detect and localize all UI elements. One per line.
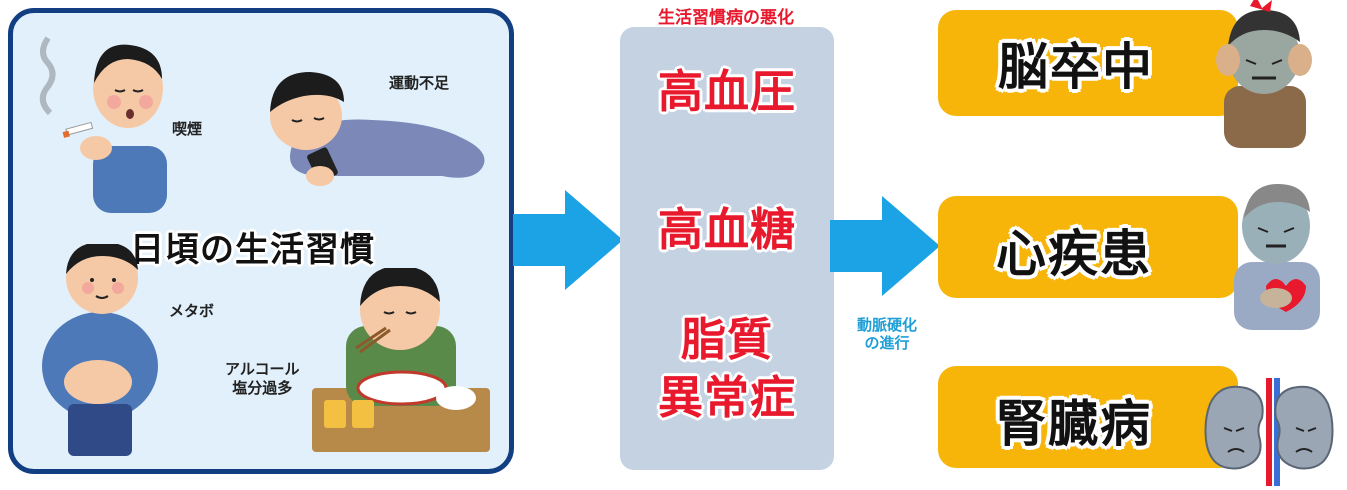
progression-caption: 動脈硬化 の進行 [832,316,942,352]
chest-pain-man-icon [1234,184,1320,330]
stroke-label: 脳卒中 [998,38,1154,96]
kidney-disease-box [938,366,1238,468]
eating-man-icon [312,268,490,452]
heart-disease-box [938,196,1238,298]
smoking-label: 喫煙 [172,120,203,138]
arrow-right-icon [830,196,940,296]
worsening-column: 高血圧 高血糖 脂質 異常症 [620,27,834,470]
overweight-man-icon [42,244,158,456]
hypertension-label: 高血圧 [657,65,796,118]
salt-label: 塩分過多 [232,379,293,397]
progression-line2: の進行 [864,334,910,352]
metabo-label: メタボ [169,302,215,320]
alcohol-label: アルコール [225,360,300,378]
worsening-header: 生活習慣病の悪化 [658,8,794,28]
dyslipidemia-label-line1: 脂質 [680,313,773,366]
arrow-right-icon [513,190,623,290]
kidney-disease-label: 腎臓病 [996,395,1152,453]
heart-disease-label: 心疾患 [996,225,1152,283]
kidney-icon [1204,378,1334,486]
stroke-box [938,10,1238,116]
smoking-man-icon [39,36,167,213]
progression-line1: 動脈硬化 [856,316,917,334]
lifestyle-title: 日頃の生活習慣 [130,230,375,270]
hyperglycemia-label: 高血糖 [657,203,796,256]
alcohol-salt-label: アルコール 塩分過多 [225,360,300,398]
dyslipidemia-label-line2: 異常症 [657,371,796,424]
exercise-label: 運動不足 [389,74,450,92]
headache-man-icon [1216,0,1312,148]
lying-man-phone-icon [270,72,485,186]
